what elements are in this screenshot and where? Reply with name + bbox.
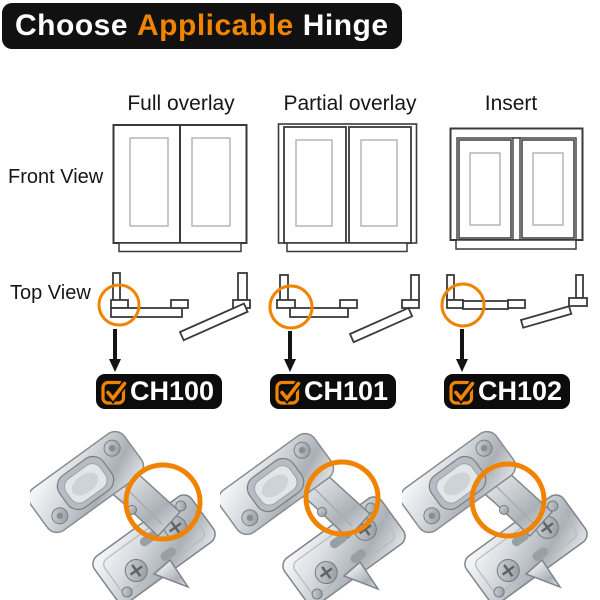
model-number: CH100 <box>130 376 215 406</box>
orange-highlight-circle <box>469 461 547 539</box>
orange-highlight-circle <box>97 283 141 327</box>
front-view-label: Front View <box>8 166 104 188</box>
hinge-top-view-insert <box>440 274 588 372</box>
orange-highlight-circle <box>303 459 381 537</box>
hinge-photo-ch100 <box>30 422 220 600</box>
model-badge-ch102: CH102 <box>444 374 571 409</box>
down-arrow-icon <box>456 329 468 372</box>
checked-checkbox-icon <box>101 380 128 405</box>
hinge-top-view-partial-overlay <box>268 274 420 372</box>
checked-checkbox-icon <box>275 380 302 405</box>
top-view-label: Top View <box>10 282 91 304</box>
hinge-photo-ch102 <box>402 422 592 600</box>
title-text-highlight: Applicable <box>137 9 294 42</box>
model-badge-ch101: CH101 <box>270 374 397 409</box>
title-banner: Choose Applicable Hinge <box>2 3 402 49</box>
model-badge-ch100: CH100 <box>96 374 223 409</box>
column-header-insert: Insert <box>484 92 538 115</box>
column-header-partial-overlay: Partial overlay <box>283 92 417 115</box>
column-header-full-overlay: Full overlay <box>127 92 235 115</box>
title-text-prefix: Choose <box>15 9 129 42</box>
cabinet-front-view-insert <box>449 127 584 250</box>
cabinet-front-view-partial-overlay <box>277 123 418 253</box>
title-text-suffix: Hinge <box>302 9 389 42</box>
hinge-photo-ch101 <box>220 424 410 600</box>
orange-highlight-circle <box>123 462 203 542</box>
orange-highlight-circle <box>268 284 314 330</box>
down-arrow-icon <box>284 331 296 372</box>
down-arrow-icon <box>109 329 121 372</box>
orange-highlight-circle <box>440 282 486 328</box>
cabinet-front-view-full-overlay <box>112 124 248 253</box>
checked-checkbox-icon <box>449 380 476 405</box>
hinge-top-view-full-overlay <box>97 272 251 372</box>
model-number: CH101 <box>304 376 389 406</box>
model-number: CH102 <box>478 376 563 406</box>
